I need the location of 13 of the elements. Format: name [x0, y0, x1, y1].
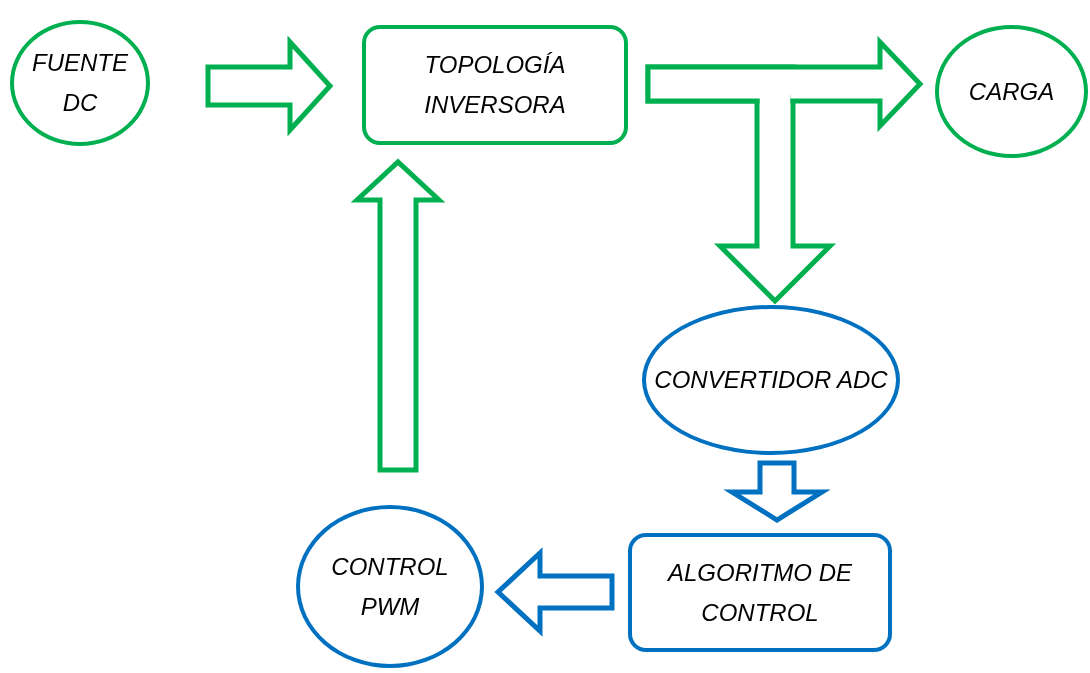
block-arrow — [350, 158, 446, 473]
block-arrow — [205, 35, 334, 137]
process-box — [362, 25, 628, 145]
node-label: ALGORITMO DE CONTROL — [666, 557, 853, 628]
node-label: TOPOLOGÍA INVERSORA — [423, 50, 567, 120]
node-label: CARGA — [967, 76, 1056, 107]
block-arrow — [494, 547, 615, 637]
node-label: FUENTE DC — [31, 48, 129, 118]
block-arrow — [645, 35, 924, 133]
node-label: CONVERTIDOR ADC — [653, 365, 889, 395]
block-arrow — [723, 460, 831, 523]
node-label: CONTROL PWM — [330, 551, 450, 622]
process-box — [628, 533, 892, 652]
